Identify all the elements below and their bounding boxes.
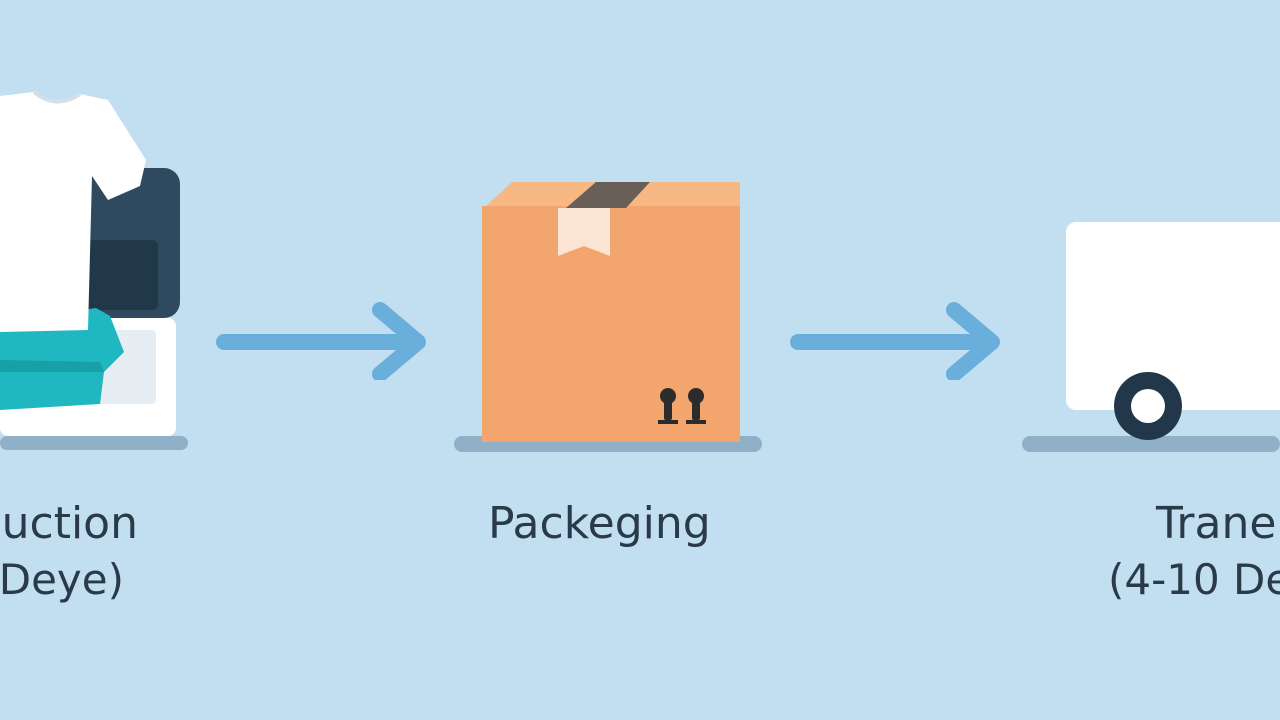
step-transit-label: Trane bbox=[1156, 498, 1277, 549]
step-production-label: uction bbox=[1, 498, 138, 549]
step-packaging-label: Packeging bbox=[488, 498, 711, 549]
delivery-truck-icon bbox=[1022, 222, 1280, 452]
arrow-right-icon bbox=[216, 302, 426, 380]
step-transit-sublabel: (4-10 De bbox=[1108, 555, 1280, 604]
package-box-icon bbox=[454, 182, 762, 452]
production-icon bbox=[0, 90, 188, 450]
arrow-right-icon bbox=[790, 302, 1000, 380]
step-production-sublabel: (Deye) bbox=[0, 555, 124, 604]
